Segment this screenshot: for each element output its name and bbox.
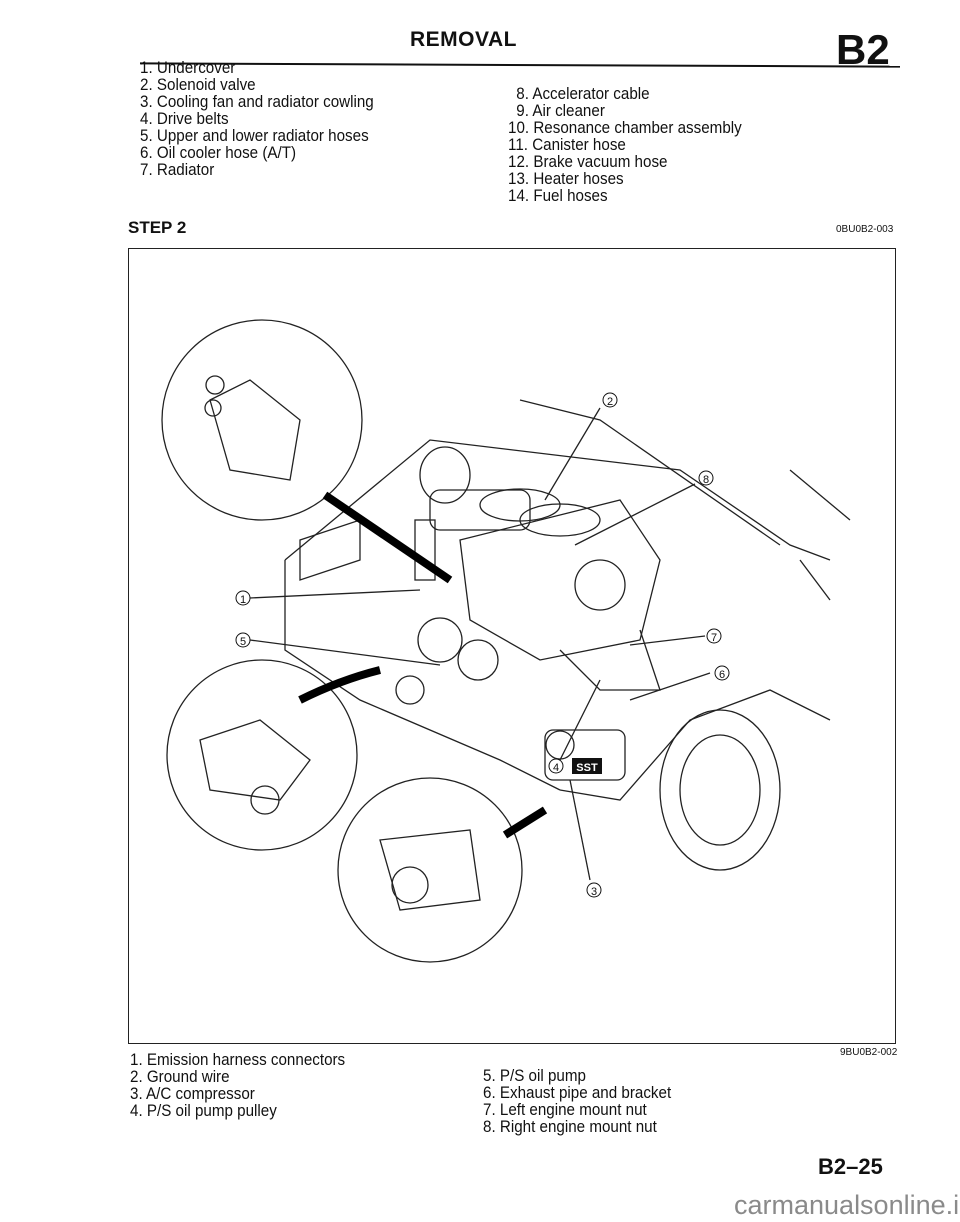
sst-badge: SST — [572, 758, 602, 774]
list-item: 13. Heater hoses — [508, 170, 624, 188]
top-list-right: 8. Accelerator cable 9. Air cleaner 10. … — [508, 86, 742, 205]
callout-4: 4 — [548, 758, 564, 774]
list-item: 5. Upper and lower radiator hoses — [140, 127, 369, 145]
svg-text:8: 8 — [703, 474, 709, 486]
step-label: STEP 2 — [128, 218, 187, 237]
list-item: 8. Right engine mount nut — [483, 1118, 657, 1136]
list-item: 8. Accelerator cable — [516, 85, 650, 103]
list-item: 5. P/S oil pump — [483, 1067, 586, 1085]
callout-1: 1 — [235, 590, 251, 606]
callout-5: 5 — [235, 632, 251, 648]
svg-text:4: 4 — [553, 762, 559, 774]
list-item: 1. Emission harness connectors — [130, 1051, 346, 1069]
list-item: 12. Brake vacuum hose — [508, 153, 668, 171]
list-item: 3. A/C compressor — [130, 1085, 255, 1103]
list-item: 11. Canister hose — [508, 136, 626, 154]
list-item: 2. Solenoid valve — [140, 76, 256, 94]
figure-code-top: 0BU0B2-003 — [836, 224, 894, 235]
list-item: 4. P/S oil pump pulley — [130, 1102, 277, 1120]
list-item: 3. Cooling fan and radiator cowling — [140, 93, 374, 111]
svg-text:7: 7 — [711, 632, 717, 644]
svg-text:1: 1 — [240, 594, 246, 606]
list-item: 6. Oil cooler hose (A/T) — [140, 144, 297, 162]
svg-text:2: 2 — [607, 396, 613, 408]
figure-frame — [128, 248, 896, 1044]
page-title: REMOVAL — [410, 28, 517, 51]
bottom-list-right: 5. P/S oil pump 6. Exhaust pipe and brac… — [483, 1068, 671, 1136]
watermark: carmanualsonline.info — [734, 1190, 960, 1220]
list-item: 1. Undercover — [140, 59, 236, 77]
figure-code-bottom: 9BU0B2-002 — [840, 1047, 898, 1058]
list-item: 4. Drive belts — [140, 110, 229, 128]
list-item: 2. Ground wire — [130, 1068, 230, 1086]
list-item: 9. Air cleaner — [516, 102, 605, 120]
callout-8: 8 — [698, 470, 714, 486]
list-item: 14. Fuel hoses — [508, 187, 608, 205]
bottom-list-left: 1. Emission harness connectors 2. Ground… — [130, 1052, 345, 1120]
list-item: 7. Left engine mount nut — [483, 1101, 647, 1119]
svg-text:5: 5 — [240, 636, 246, 648]
callout-7: 7 — [706, 628, 722, 644]
list-item: 6. Exhaust pipe and bracket — [483, 1084, 672, 1102]
top-list-left: 1. Undercover 2. Solenoid valve 3. Cooli… — [140, 60, 374, 179]
svg-text:6: 6 — [719, 669, 725, 681]
svg-text:SST: SST — [576, 762, 598, 774]
section-code: B2 — [836, 26, 890, 73]
svg-text:3: 3 — [591, 886, 597, 898]
callout-2: 2 — [602, 392, 618, 408]
list-item: 10. Resonance chamber assembly — [508, 119, 742, 137]
page-number: B2–25 — [818, 1154, 883, 1179]
callout-6: 6 — [714, 665, 730, 681]
callout-3: 3 — [586, 882, 602, 898]
list-item: 7. Radiator — [140, 161, 215, 179]
